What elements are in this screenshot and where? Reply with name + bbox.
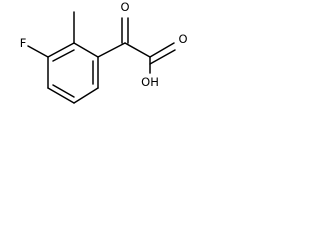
ring-bond-c2-c3 — [47, 42, 75, 58]
ketone-to-carboxyl-bond — [124, 42, 151, 58]
carboxyl-oxygen-label: O — [178, 32, 187, 46]
carboxyl-double-bond-inner — [149, 49, 176, 65]
ring-double-bond-c4-c5 — [52, 84, 75, 98]
ring-double-bond-c2-c3 — [52, 49, 75, 62]
hydroxyl-label: OH — [141, 75, 159, 89]
chemical-structure-diagram: F O O OH — [20, 0, 188, 104]
fluorine-atom-label: F — [20, 36, 27, 50]
ring-bond-c1-c2 — [73, 42, 99, 58]
ring-to-ketone-bond — [97, 42, 126, 58]
carboxyl-double-bond-outer — [149, 42, 175, 58]
ring-bond-c5-c6 — [73, 87, 99, 104]
benzene-ring — [47, 42, 99, 104]
fluorine-bond — [27, 45, 49, 58]
ring-bond-c4-c5 — [47, 87, 75, 104]
ketone-oxygen-label: O — [120, 0, 129, 14]
